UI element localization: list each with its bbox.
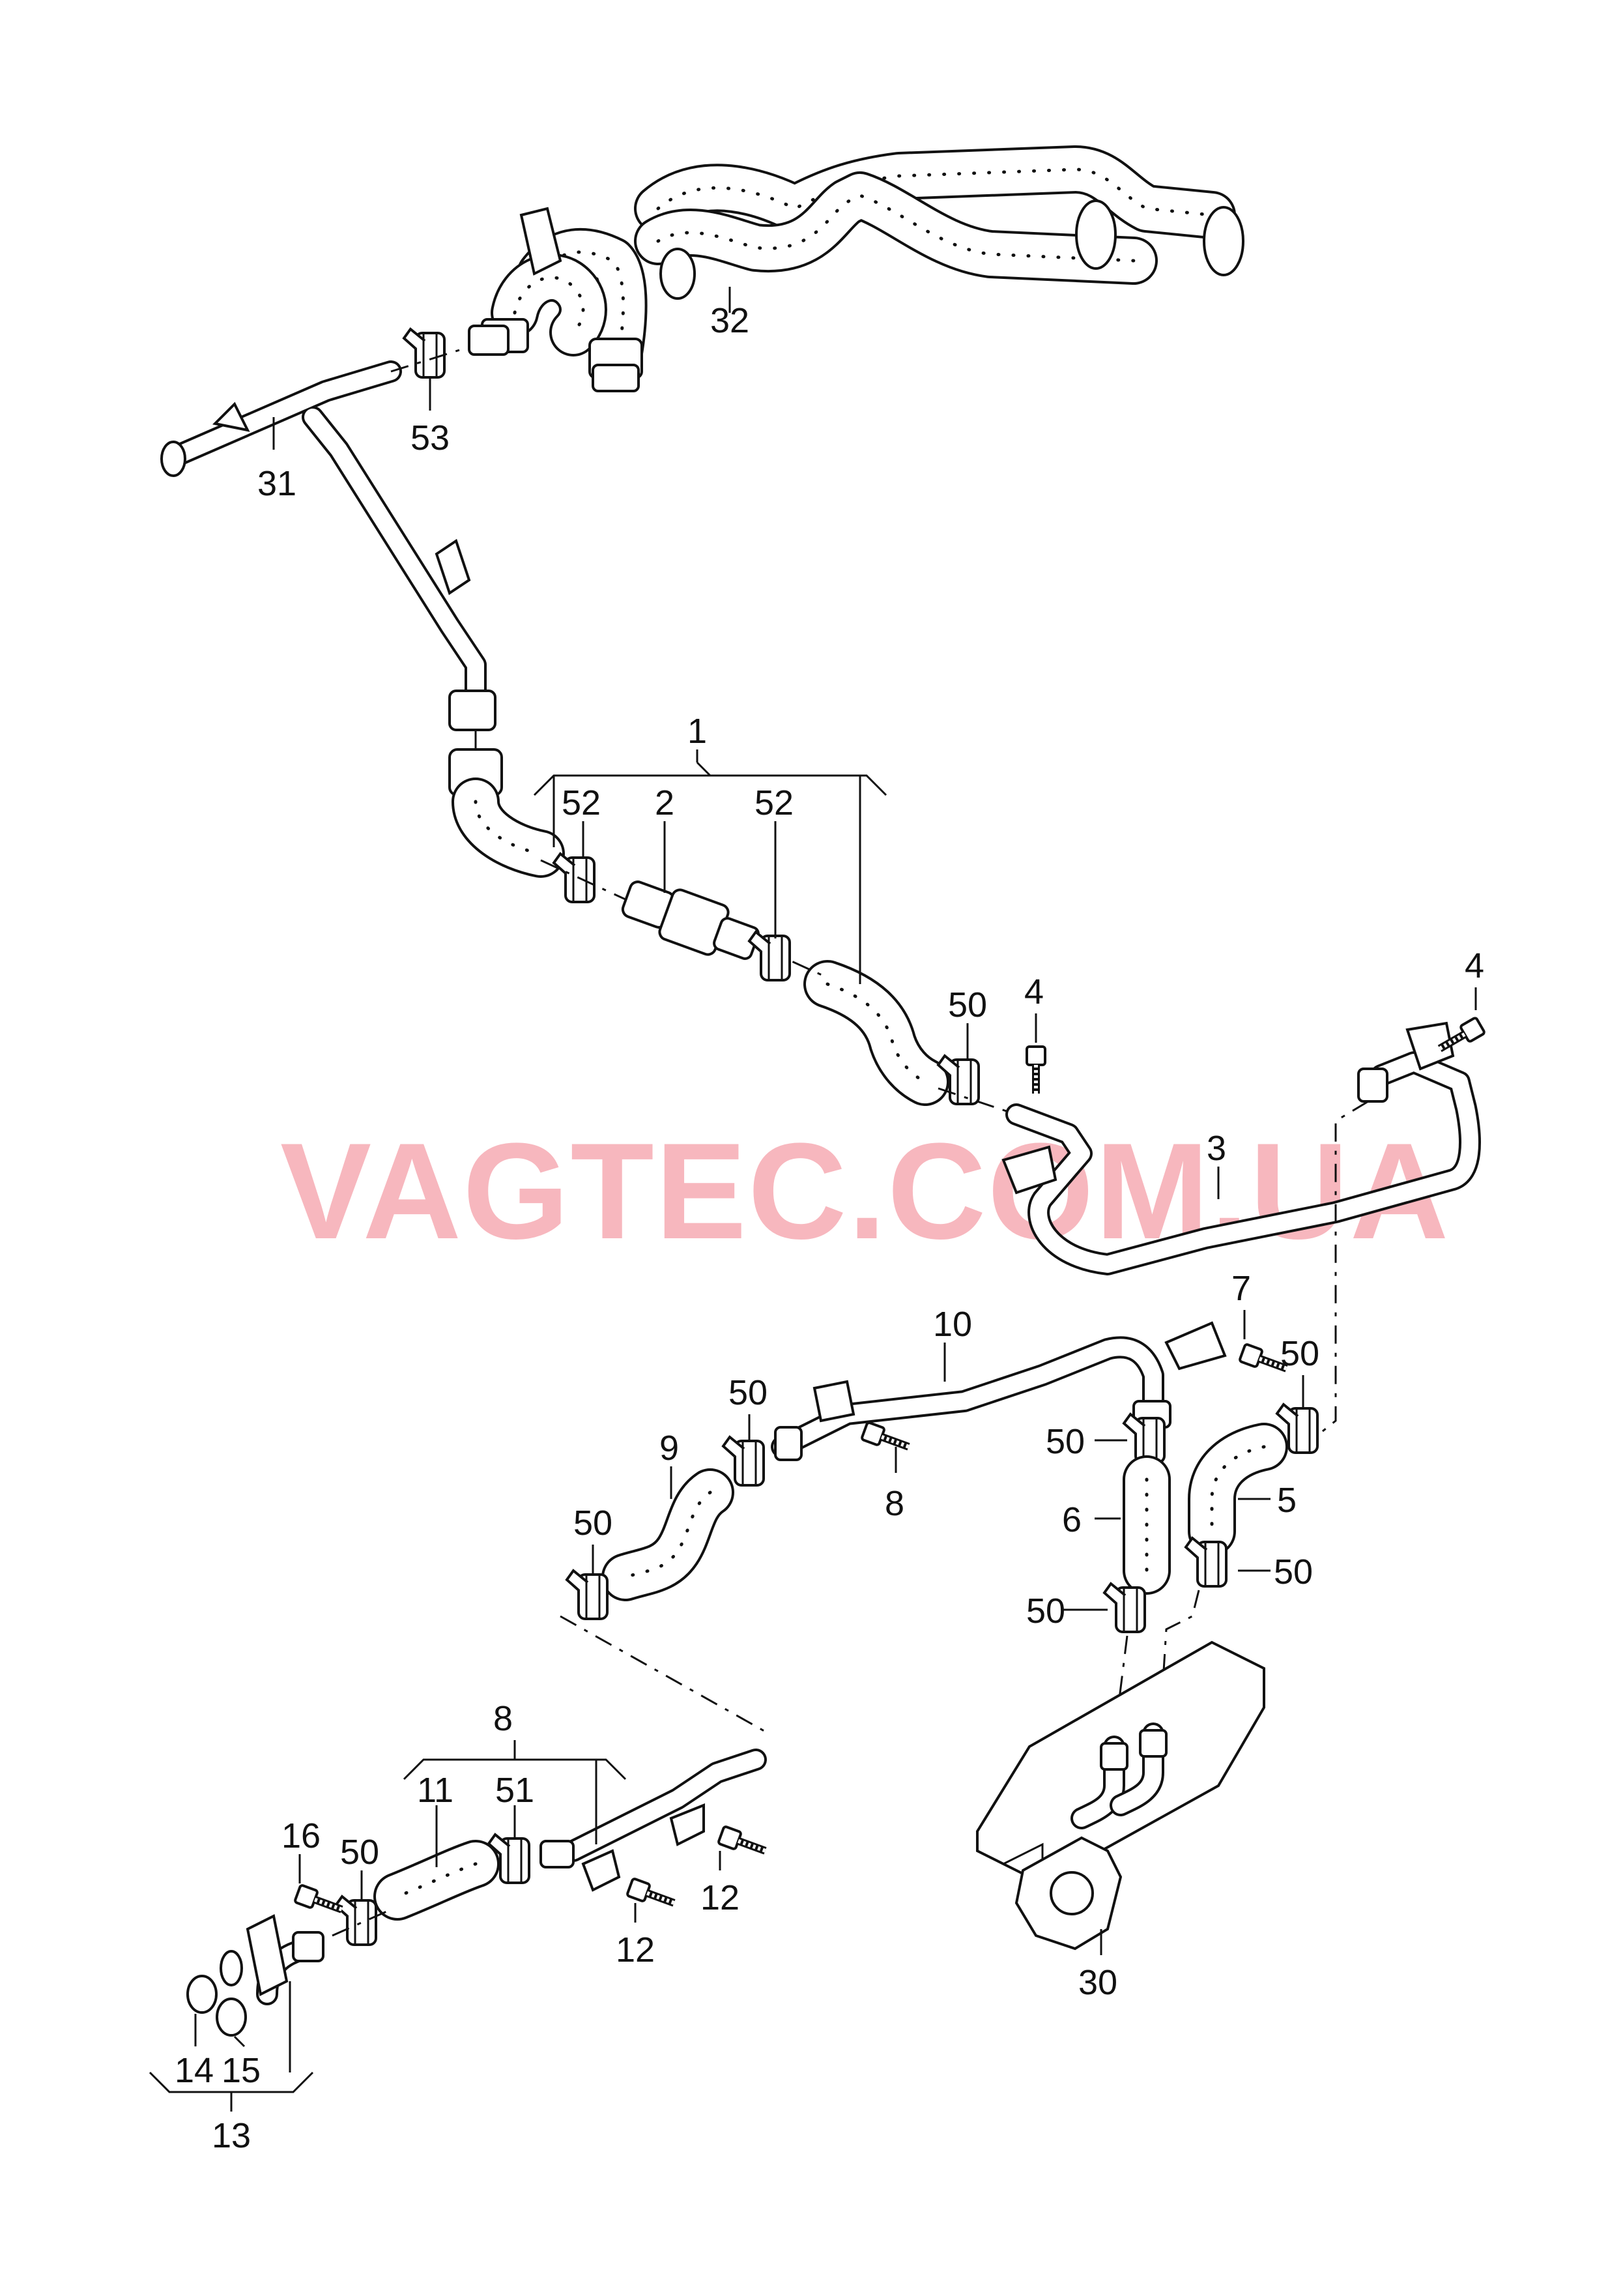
label-3: 3 xyxy=(1207,1129,1226,1168)
label-50-a: 50 xyxy=(948,985,987,1024)
label-7: 10 xyxy=(933,1305,972,1344)
connector-31-32 xyxy=(468,325,510,356)
label-32: 32 xyxy=(710,301,749,340)
label-50-g: 50 xyxy=(1274,1552,1313,1591)
label-8-b: 8 xyxy=(885,1484,904,1523)
label-4-b: 4 xyxy=(1465,946,1484,985)
seal-14 xyxy=(186,1975,218,2014)
clamp-50-c xyxy=(566,1569,609,1620)
label-6: 6 xyxy=(1062,1500,1082,1539)
label-2: 2 xyxy=(655,783,674,822)
part-5-hose xyxy=(1188,1423,1288,1556)
label-8-a: 7 xyxy=(1231,1269,1251,1308)
clamp-53 xyxy=(403,328,446,379)
part-7-coolant-pipe xyxy=(771,1321,1227,1461)
part-1-hose-assembly xyxy=(448,748,949,1106)
part-31-coolant-pipe xyxy=(160,360,496,731)
clamp-50-h xyxy=(334,1895,377,1946)
part-32-heater-hoses xyxy=(481,145,1244,392)
label-12-b: 12 xyxy=(616,1930,655,1969)
label-50-d: 50 xyxy=(1046,1422,1085,1461)
label-50-h: 50 xyxy=(340,1833,379,1872)
label-52-right: 52 xyxy=(754,783,794,822)
label-12-a: 12 xyxy=(700,1878,740,1917)
label-31: 31 xyxy=(257,464,296,503)
bolt-8-b xyxy=(861,1422,912,1455)
label-4-a: 4 xyxy=(1024,972,1044,1011)
part-30-oil-cooler xyxy=(976,1640,1265,1951)
label-16: 16 xyxy=(281,1816,321,1855)
label-15: 15 xyxy=(222,2051,261,2090)
label-9: 9 xyxy=(659,1429,679,1468)
label-50-e: 50 xyxy=(1026,1591,1065,1631)
part-10-pipe-assembly xyxy=(539,1749,767,1892)
clamp-50-g xyxy=(1185,1537,1228,1588)
part-3-coolant-pipe xyxy=(1001,1021,1481,1275)
clamp-52-right xyxy=(748,931,791,981)
clamp-50-e xyxy=(1103,1582,1146,1633)
label-30: 30 xyxy=(1078,1963,1117,2002)
clamp-52-left xyxy=(553,852,596,903)
label-50-b: 50 xyxy=(728,1373,768,1412)
part-9-hose xyxy=(601,1468,734,1601)
label-52-left: 52 xyxy=(562,783,601,822)
label-5: 5 xyxy=(1277,1481,1297,1520)
watermark-text: VAGTEC.COM.UA xyxy=(280,1114,1450,1268)
part-2-check-valve xyxy=(621,880,760,960)
bolt-12-a xyxy=(718,1826,768,1859)
part-11-hose xyxy=(373,1840,500,1921)
label-14: 14 xyxy=(175,2051,214,2090)
label-53: 53 xyxy=(410,418,450,458)
bolt-4-a xyxy=(1027,1047,1045,1094)
label-51: 51 xyxy=(495,1771,534,1810)
label-50-c: 50 xyxy=(573,1504,612,1543)
label-13: 13 xyxy=(212,2116,251,2155)
leader-15 xyxy=(233,2035,246,2048)
label-11: 11 xyxy=(417,1771,453,1810)
label-10: 8 xyxy=(493,1699,513,1738)
label-50-f: 50 xyxy=(1280,1334,1319,1373)
label-1: 1 xyxy=(687,712,707,751)
part-13-elbow-flange xyxy=(220,1914,324,2005)
seal-15 xyxy=(216,1998,247,2037)
clamp-50-d xyxy=(1123,1413,1166,1464)
